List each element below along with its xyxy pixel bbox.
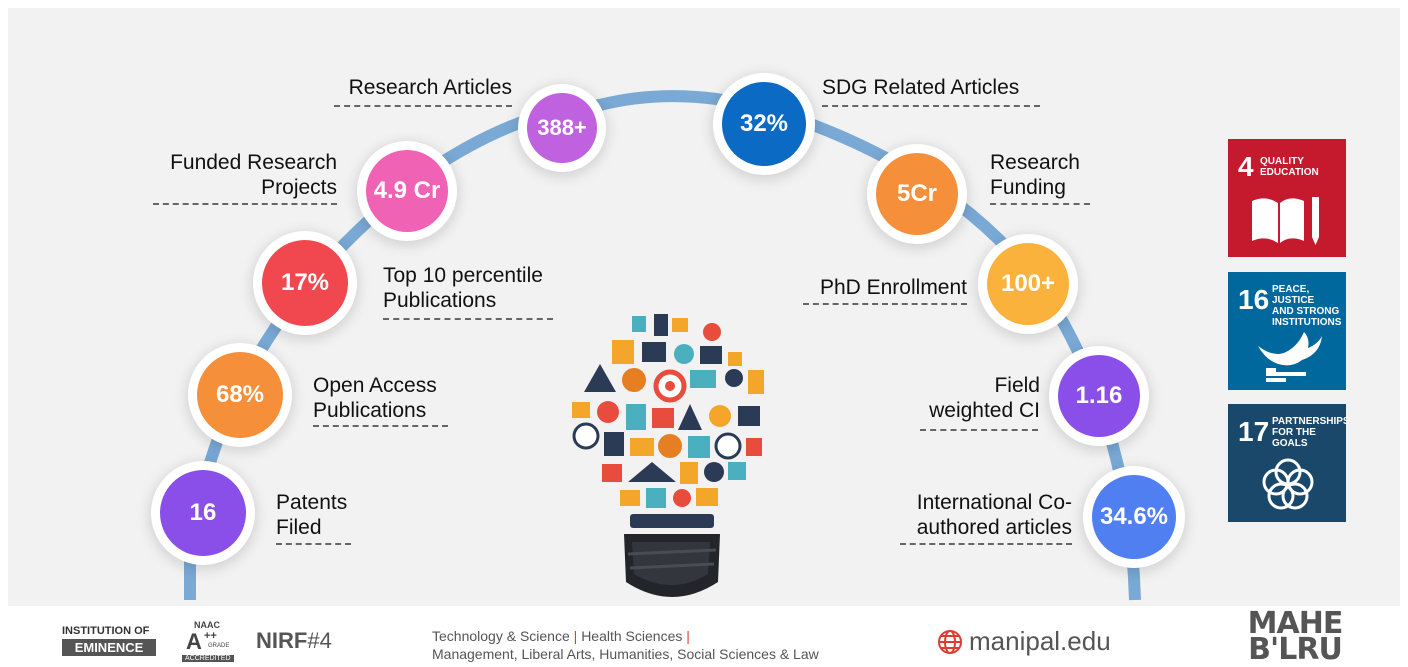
sdg-goal-number: 4 [1238,151,1254,182]
divider [153,203,337,205]
metric-research-articles-label: Research Articles [348,76,512,99]
divider [822,105,1040,107]
metric-phd-enrollment-circle: 100+ [987,243,1069,325]
mahe-blru-logo: MAHE B'LRU [1247,606,1344,667]
metric-open-access-circle: 68% [197,352,283,438]
metric-phd-enrollment-label: PhD Enrollment [819,276,967,299]
sdg-goal-number: 17 [1238,416,1270,447]
metric-international-circle: 34.6% [1092,475,1176,559]
dove-gavel-icon [1258,332,1322,382]
lightbulb-illustration-icon [572,314,764,597]
globe-icon [938,629,962,654]
nirf-rank: NIRF#4 [256,628,332,653]
metric-international-label: International Co-authored articles [916,491,1072,539]
footer-streams: Technology & Science | Health Sciences |… [432,628,819,662]
naac-accreditation-badge: NAAC A ++ GRADE ACCREDITED [176,617,238,664]
divider [990,203,1090,205]
institution-of-eminence-logo: INSTITUTION OF EMINENCE [62,625,158,656]
metric-research-articles-circle: 388+ [527,93,597,163]
metric-sdg-articles-circle: 32% [722,82,806,166]
divider [313,425,448,427]
interlocking-rings-icon [1262,458,1314,510]
metric-top10-circle: 17% [262,240,348,326]
website-link[interactable]: manipal.edu [937,626,1111,657]
metric-patents-circle: 16 [160,470,246,556]
divider [276,543,351,545]
divider [383,318,553,320]
divider [920,429,1038,431]
metric-sdg-articles-label: SDG Related Articles [822,76,1020,99]
metric-field-weighted-circle: 1.16 [1058,355,1140,437]
metric-funded-projects-circle: 4.9 Cr [366,150,448,232]
sdg-goal-number: 16 [1238,284,1270,315]
divider [803,303,967,305]
book-pencil-icon [1252,197,1319,245]
metric-research-funding-circle: 5Cr [876,153,958,235]
footer-bar [0,606,1408,664]
divider [900,543,1072,545]
divider [334,105,512,107]
